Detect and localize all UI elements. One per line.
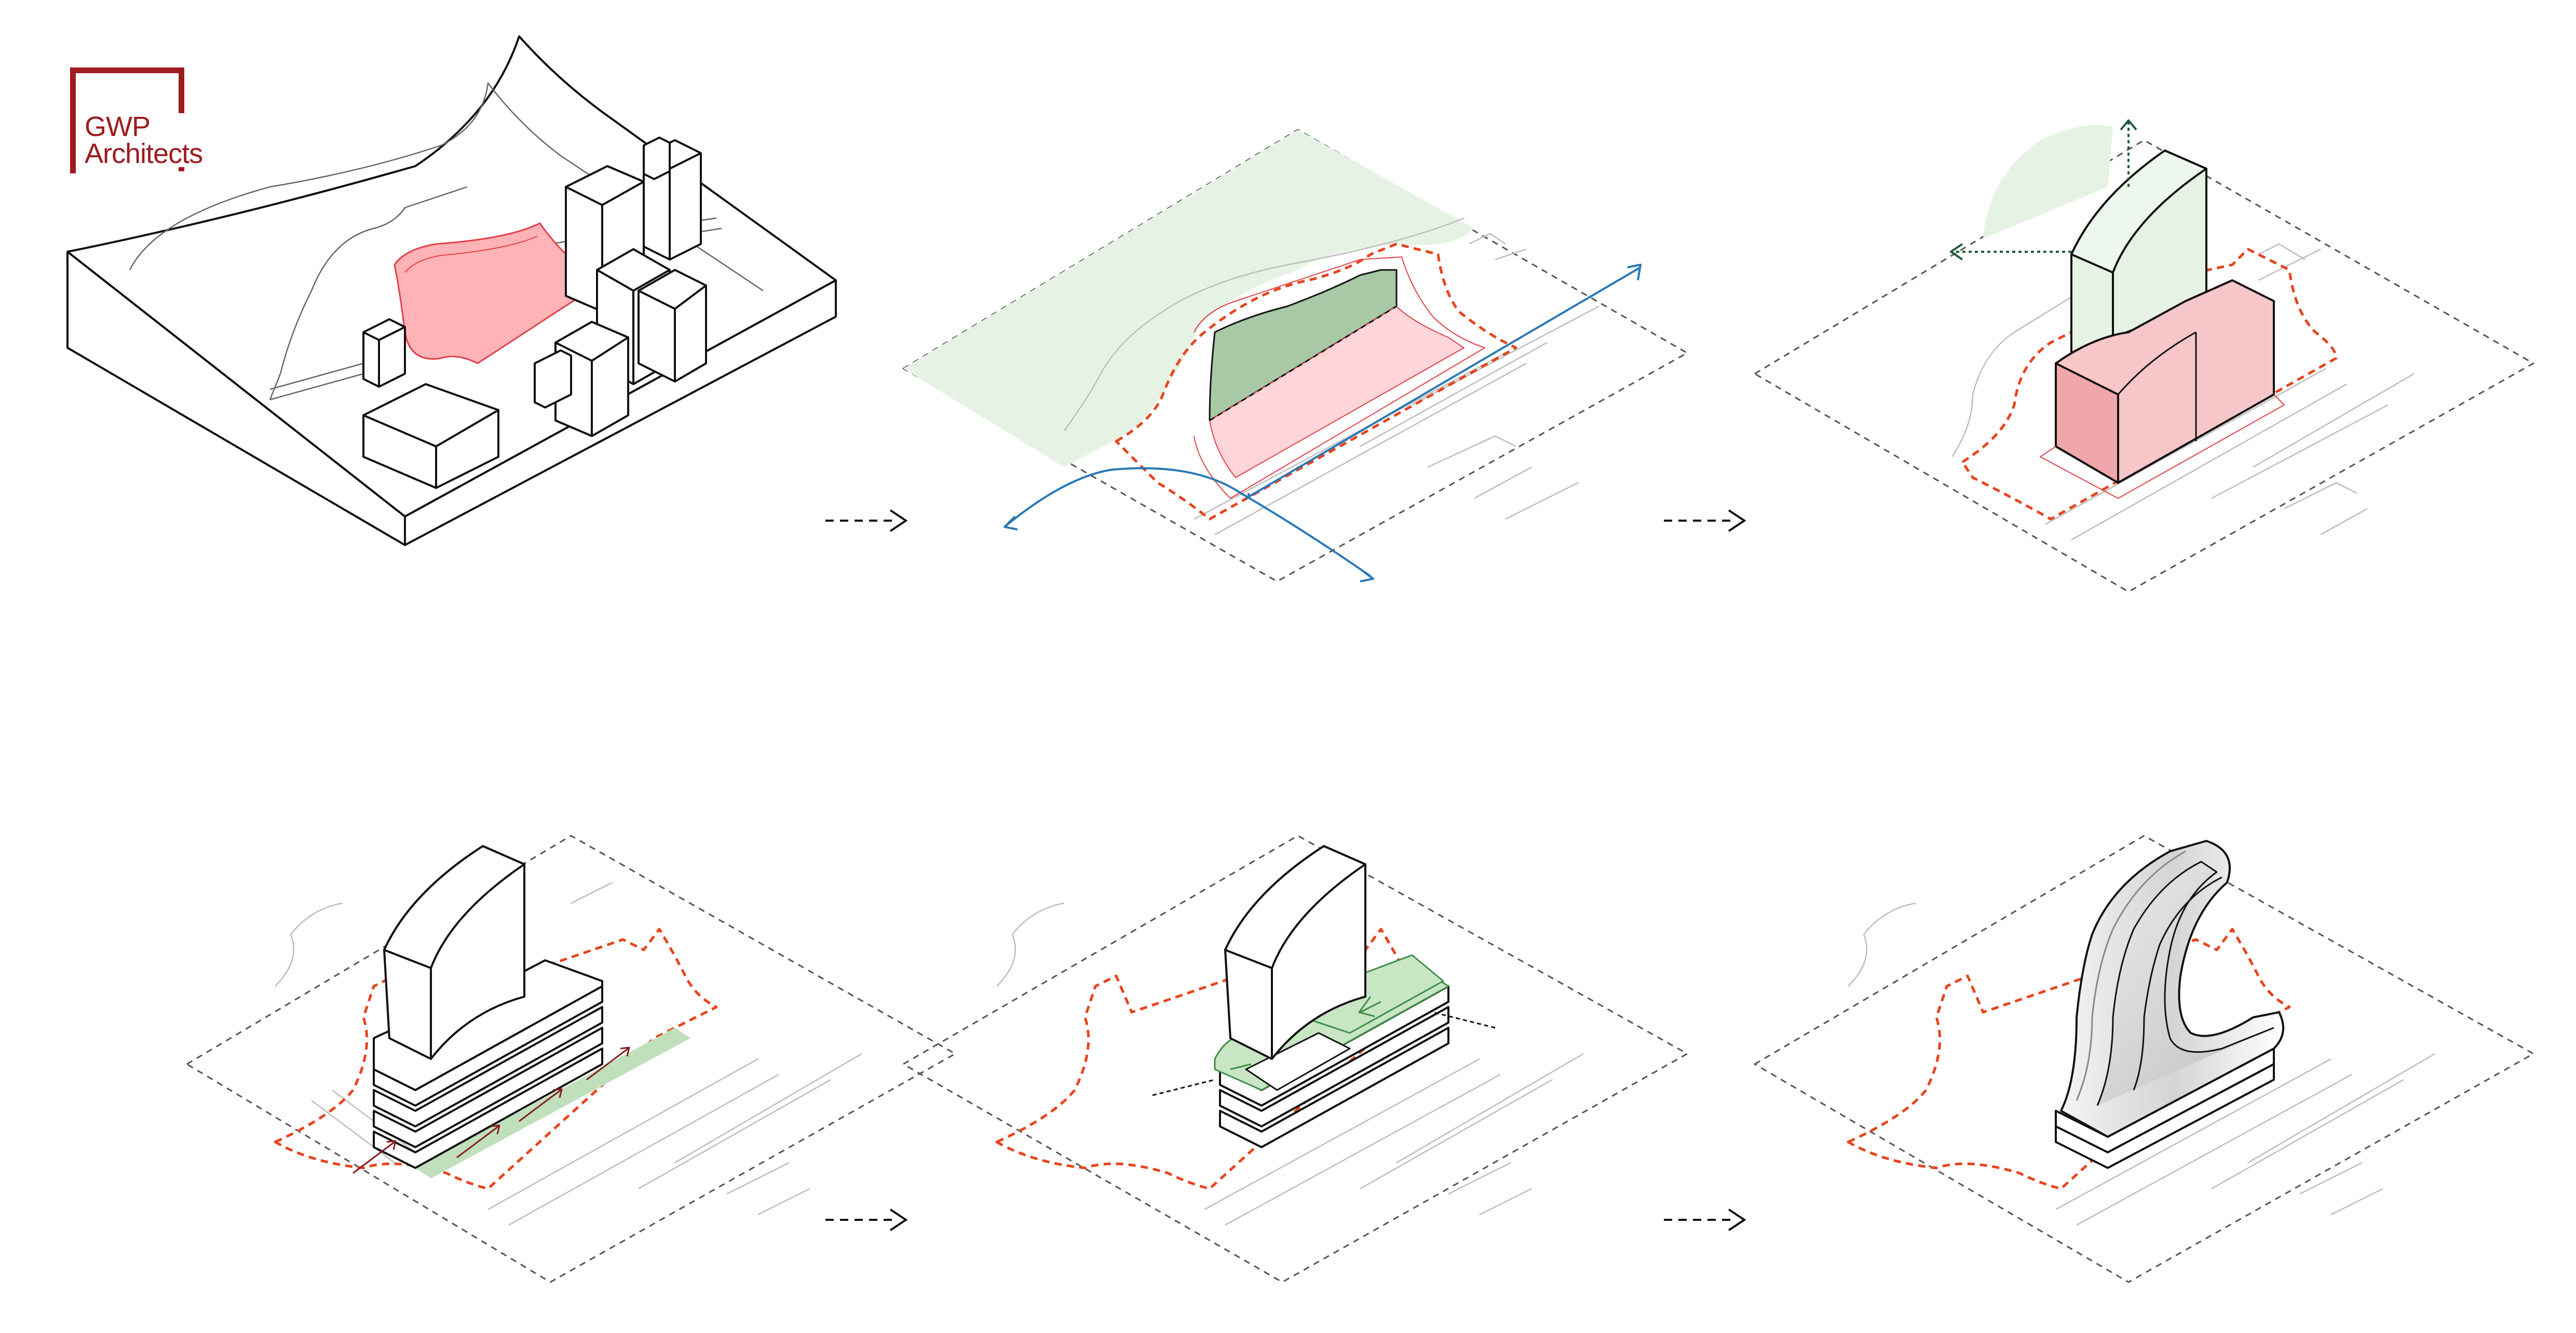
terrace-void	[1245, 1032, 1351, 1091]
tower-top	[2070, 149, 2207, 274]
step-5-green-terraces	[902, 835, 1688, 1283]
logo-line-1: GWP	[85, 111, 151, 142]
podium-stack	[1219, 985, 1449, 1148]
podium-divider	[2117, 331, 2197, 441]
step-4-podium-frontage	[186, 835, 956, 1283]
step-1-site-context	[66, 35, 837, 546]
process-arrow-icon	[1664, 1208, 1746, 1231]
pressure-arrow-icon	[352, 1046, 630, 1174]
axis-arrow-icon	[1952, 122, 2130, 253]
step-2-site-analysis	[902, 129, 1688, 582]
process-arrow-icon	[825, 509, 908, 532]
view-cone	[1983, 125, 2113, 239]
context-building	[362, 137, 707, 489]
context-lines	[1951, 243, 2415, 541]
setback-line	[1847, 928, 2291, 1190]
final-tower-fin	[2096, 861, 2274, 1106]
contour-line	[129, 82, 764, 292]
process-arrow-icon	[825, 1208, 908, 1231]
green-frontage	[415, 1028, 690, 1178]
setback-line	[274, 928, 718, 1190]
flow-arrow-icon	[1230, 996, 1381, 1070]
road-line	[269, 362, 364, 401]
analysis-frame	[902, 835, 1688, 1283]
pressure-arrow-icon	[1152, 1011, 1496, 1096]
site-plot-inner	[404, 236, 538, 273]
final-tower-groove	[2076, 850, 2186, 1101]
green-zone	[903, 130, 1474, 467]
setback-line	[1115, 242, 1517, 521]
analysis-frame	[1754, 835, 2534, 1283]
site-pink	[1209, 306, 1465, 478]
site-outline	[1194, 256, 1485, 499]
step-6-final-form	[1754, 835, 2534, 1283]
company-logo: GWP Architects	[70, 67, 241, 182]
site-dark-green	[1209, 269, 1398, 421]
setback-line	[1961, 248, 2338, 521]
podium-lines	[2040, 394, 2285, 499]
context-lines	[1063, 217, 1599, 536]
tower-top	[1224, 845, 1366, 969]
contour-line	[269, 186, 468, 400]
context-lines	[275, 881, 862, 1226]
logo-line-2: Architects	[85, 138, 203, 169]
analysis-frame	[902, 129, 1688, 582]
tower-top	[383, 845, 525, 969]
flow-arrow-icon	[1004, 264, 1642, 582]
final-tower-fin	[2133, 876, 2222, 1091]
podium-front	[2055, 362, 2119, 484]
process-arrow-icon	[1664, 509, 1746, 532]
logo-text: GWP Architects	[85, 111, 206, 169]
site-divider	[1209, 305, 1397, 421]
step-3-massing	[1754, 119, 2534, 593]
axis-arrow-icon	[1950, 119, 2137, 261]
